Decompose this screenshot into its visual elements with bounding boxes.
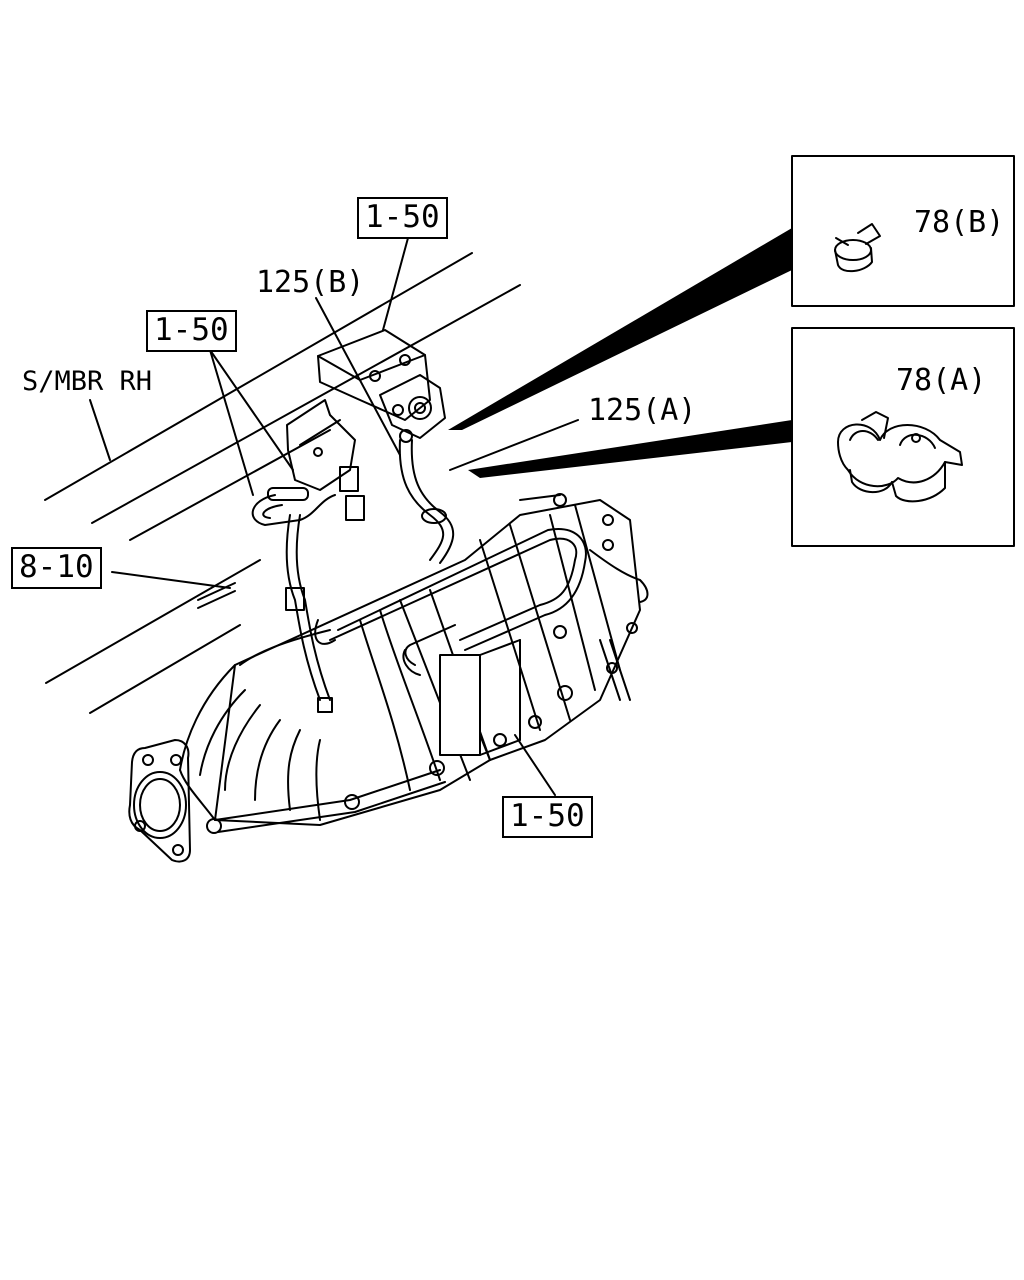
pressure-hose-125b [398,439,455,564]
zoom-wedges [448,228,792,478]
callout-ref-left: 1-50 [146,310,237,352]
support-strap [206,760,446,834]
mounting-bracket-top [317,329,446,443]
callout-ref-top: 1-50 [357,197,448,239]
label-frame-member: S/MBR RH [22,366,153,397]
detail-box-clip-a [791,327,1015,547]
dpf-canister [214,499,641,826]
inlet-cone [179,664,321,821]
pipework [314,493,649,701]
mounting-bracket-left [286,399,365,521]
label-clip-78a: 78(A) [896,363,987,398]
detail-box-clip-b [791,155,1015,307]
label-clip-78b: 78(B) [914,205,1005,240]
pressure-hose-125a [251,487,336,713]
callout-ref-bottom: 1-50 [502,796,593,838]
inlet-flange [128,739,191,863]
side-member-frame [44,252,521,714]
label-hose-125b: 125(B) [256,265,365,300]
callout-ref-side: 8-10 [11,547,102,589]
label-hose-125a: 125(A) [588,393,697,428]
